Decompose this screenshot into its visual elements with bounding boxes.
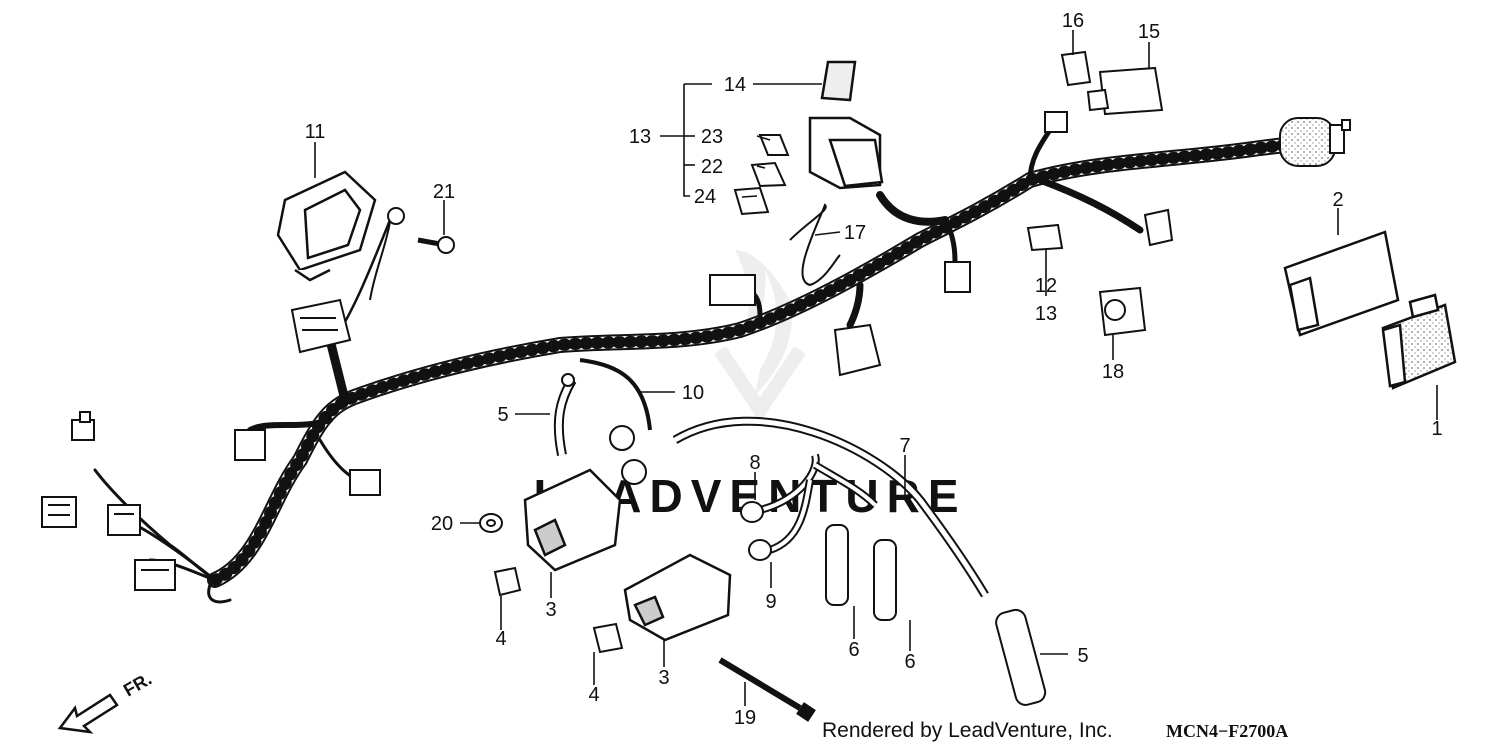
main-wire-harness [93, 127, 1293, 604]
part-2-module [1283, 230, 1400, 337]
front-label: FR. [120, 669, 155, 701]
callout-22: 22 [701, 156, 723, 178]
callout-23: 23 [701, 126, 723, 148]
callout-5-left: 5 [497, 404, 508, 426]
callout-19: 19 [734, 707, 756, 729]
callout-1: 1 [1431, 418, 1442, 440]
part-15-relay [1086, 66, 1164, 116]
callout-21: 21 [433, 181, 455, 203]
leader-lines [314, 30, 1438, 706]
callout-6-right: 6 [904, 651, 915, 673]
callout-12: 12 [1035, 275, 1057, 297]
fuse-box [808, 60, 884, 190]
part-17-band [789, 203, 841, 287]
front-arrow-icon [57, 693, 119, 734]
callout-13-right: 13 [1035, 303, 1057, 325]
diagram-code: MCN4−F2700A [1166, 721, 1288, 741]
connector-mid [709, 261, 971, 377]
front-direction-indicator: FR. [57, 669, 155, 734]
callout-14: 14 [724, 74, 746, 96]
callout-8: 8 [749, 452, 760, 474]
callout-24: 24 [694, 186, 716, 208]
part-16-connector [1060, 50, 1092, 87]
part-6-plug-caps [825, 524, 897, 621]
callout-10: 10 [682, 382, 704, 404]
callout-18: 18 [1102, 361, 1124, 383]
part-4-clamps [493, 566, 624, 654]
part-10-plug-wire [553, 358, 652, 456]
callout-5-right: 5 [1077, 645, 1088, 667]
part-21-bolt [369, 207, 455, 301]
callout-6-left: 6 [848, 639, 859, 661]
coil-caps [609, 425, 647, 485]
callout-9: 9 [765, 591, 776, 613]
part-18-bracket [1098, 286, 1147, 337]
harness-end-connector [1279, 117, 1351, 167]
connector-box-upper-left [290, 298, 352, 354]
callout-20: 20 [431, 513, 453, 535]
part-19-bolt [718, 657, 816, 722]
part-3-ignition-coil-upper [523, 468, 622, 572]
callout-15: 15 [1138, 21, 1160, 43]
small-connector-top [1044, 111, 1068, 133]
callout-2: 2 [1332, 189, 1343, 211]
callout-13-fuse: 13 [629, 126, 651, 148]
callouts: 1 2 3 3 4 4 5 5 6 6 7 8 9 10 11 12 13 13… [305, 10, 1443, 729]
fuse-connectors [733, 134, 790, 216]
callout-17: 17 [844, 222, 866, 244]
part-20-nut [479, 513, 503, 533]
part-12-connector [1026, 223, 1064, 252]
part-8-9-wires [740, 453, 878, 561]
right-harness-connector [1143, 208, 1174, 247]
part-11-unit [276, 170, 377, 282]
callout-3-lower: 3 [658, 667, 669, 689]
credit-text: Rendered by LeadVenture, Inc. [822, 719, 1113, 742]
callout-16: 16 [1062, 10, 1084, 32]
callout-7: 7 [899, 435, 910, 457]
callout-4-lower: 4 [588, 684, 599, 706]
part-3-ignition-coil-lower [623, 553, 732, 642]
callout-4-upper: 4 [495, 628, 506, 650]
callout-11: 11 [305, 121, 326, 143]
callout-3-upper: 3 [545, 599, 556, 621]
left-connectors [41, 411, 381, 591]
part-7-wire [672, 416, 989, 598]
part-1-module [1381, 293, 1457, 390]
part-5-plug-cap-right [995, 608, 1047, 706]
